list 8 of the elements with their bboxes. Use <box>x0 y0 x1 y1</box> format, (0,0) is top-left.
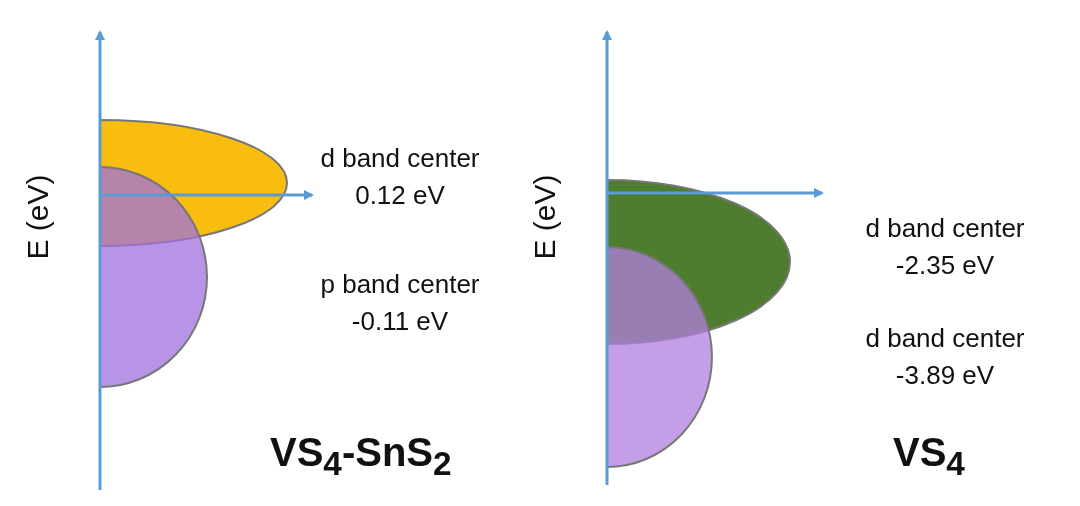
panel-title: VS$_{4}$ <box>893 430 965 483</box>
band-center-label: d band center 0.12 eV <box>319 142 481 212</box>
axis-label: E (eV) <box>527 174 562 260</box>
band-center-label: p band center -0.11 eV <box>319 268 481 338</box>
panel-title: VS$_{4}$-SnS$_{2}$ <box>270 430 452 483</box>
band-center-label: d band center -2.35 eV <box>864 212 1026 282</box>
band-center-label: d band center -3.89 eV <box>864 322 1026 392</box>
axis-label: E (eV) <box>20 174 55 260</box>
